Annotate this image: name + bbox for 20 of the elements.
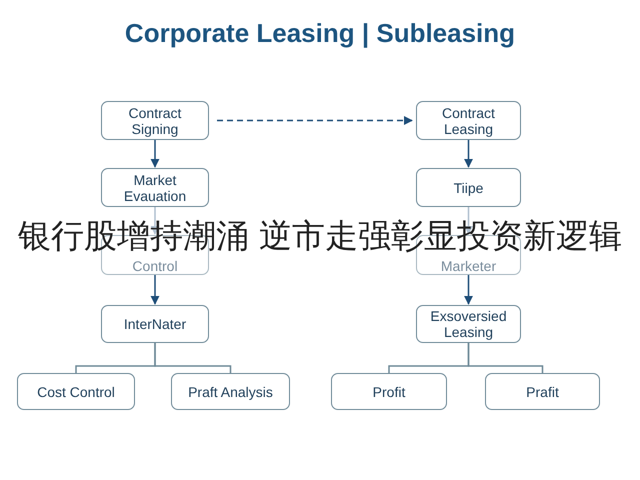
process-box: Contract Leasing <box>416 101 521 140</box>
arrow <box>464 207 473 235</box>
process-box: Profit <box>331 373 447 410</box>
process-box: Market Evauation <box>101 168 209 207</box>
connector-line <box>154 343 232 373</box>
process-box: Cost Control <box>17 373 135 410</box>
arrow <box>150 275 160 305</box>
connector-line <box>468 343 544 373</box>
process-box: InterNater <box>101 305 209 343</box>
arrow <box>464 275 473 305</box>
arrow <box>217 116 413 125</box>
arrow <box>464 140 473 168</box>
arrow <box>150 207 160 235</box>
process-box: Contract Signing <box>101 101 209 140</box>
arrow <box>150 140 160 168</box>
process-box: Prafit <box>485 373 600 410</box>
title: Corporate Leasing | Subleasing <box>124 18 516 49</box>
process-box: Praft Analysis <box>171 373 290 410</box>
process-box: Exsoversied Leasing <box>416 305 521 343</box>
process-box: Tiipe <box>416 168 521 207</box>
